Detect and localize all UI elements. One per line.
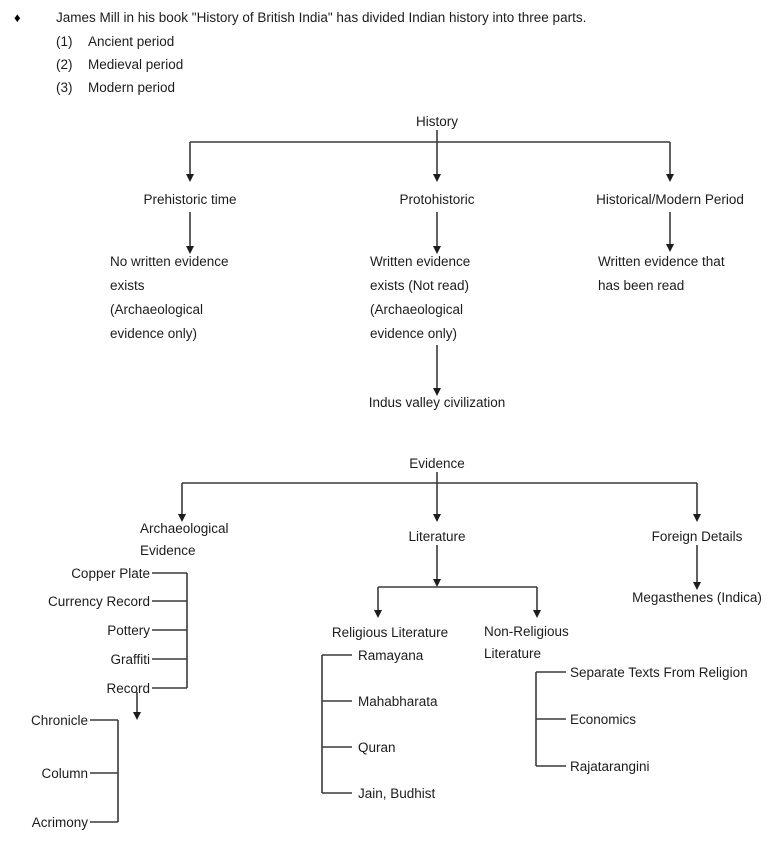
item-pottery: Pottery <box>107 623 150 638</box>
item-graffiti: Graffiti <box>110 652 150 667</box>
item-column: Column <box>41 766 88 781</box>
evidence-root-label: Evidence <box>409 456 465 471</box>
history-root-label: History <box>415 114 459 129</box>
detail-protohistoric: Written evidence exists (Not read) (Arch… <box>370 254 471 341</box>
item-separate-texts-from-religion: Separate Texts From Religion <box>570 665 748 680</box>
intro-item-1-number: (1) <box>56 34 73 49</box>
node-religious-literature: Religious Literature <box>331 625 449 640</box>
intro-statement: James Mill in his book "History of Briti… <box>56 10 587 25</box>
item-copper-plate: Copper Plate <box>71 566 150 581</box>
intro-item-2-label: Medieval period <box>88 57 184 72</box>
node-prehistoric-time: Prehistoric time <box>143 192 237 207</box>
item-chronicle: Chronicle <box>30 713 88 728</box>
item-record: Record <box>106 681 150 696</box>
diamond-bullet-icon: ♦ <box>14 10 21 25</box>
item-jain-budhist: Jain, Budhist <box>358 786 436 801</box>
node-protohistoric: Protohistoric <box>399 192 475 207</box>
node-megasthenes-indica: Megasthenes (Indica) <box>632 590 762 605</box>
item-ramayana: Ramayana <box>358 648 424 663</box>
item-currency-record: Currency Record <box>47 594 150 609</box>
node-foreign-details: Foreign Details <box>651 529 743 544</box>
item-rajatarangini: Rajatarangini <box>570 759 650 774</box>
intro-item-3-number: (3) <box>56 80 73 95</box>
node-historical-modern-period: Historical/Modern Period <box>596 192 744 207</box>
item-quran: Quran <box>358 740 396 755</box>
node-archaeological-evidence: Archaeological Evidence <box>140 521 229 558</box>
intro-item-3-label: Modern period <box>88 80 176 95</box>
node-literature: Literature <box>408 529 466 544</box>
intro-item-2-number: (2) <box>56 57 73 72</box>
node-indus-valley-civilization: Indus valley civilization <box>368 395 506 410</box>
intro-item-1-label: Ancient period <box>88 34 175 49</box>
detail-prehistoric: No written evidence exists (Archaeologic… <box>110 254 229 341</box>
item-mahabharata: Mahabharata <box>358 694 438 709</box>
item-acrimony: Acrimony <box>31 815 88 830</box>
item-economics: Economics <box>570 712 637 727</box>
detail-historical-modern: Written evidence that has been read <box>598 254 725 293</box>
node-non-religious-literature: Non-Religious Literature <box>484 624 569 661</box>
